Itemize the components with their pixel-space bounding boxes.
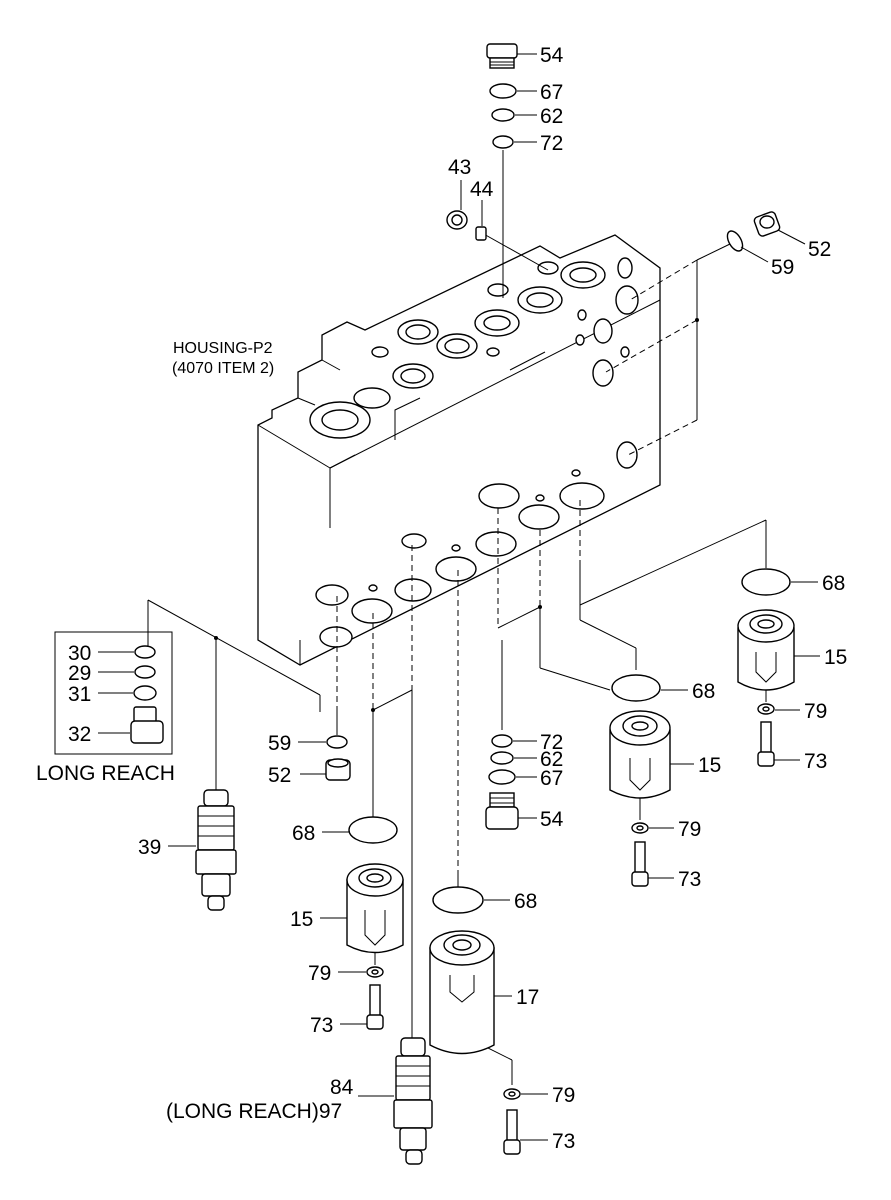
oring-67-mid[interactable]	[488, 769, 516, 785]
callout-79-center: 79	[552, 1084, 575, 1107]
washer-79-left[interactable]	[338, 966, 384, 978]
bolt-73-left[interactable]	[340, 984, 384, 1030]
washer-79-center[interactable]	[503, 1088, 548, 1100]
callout-15-left: 15	[290, 908, 313, 931]
callout-73-left: 73	[310, 1014, 333, 1037]
valve-15-left[interactable]	[320, 863, 404, 954]
bolt-73-midright[interactable]	[631, 841, 674, 887]
callout-73-midright: 73	[678, 868, 701, 891]
plug-43[interactable]	[446, 180, 468, 230]
plug-32[interactable]	[130, 706, 164, 744]
callout-73-center: 73	[552, 1130, 575, 1153]
long-reach-label: LONG REACH	[36, 762, 175, 785]
leader-lines	[147, 150, 767, 1085]
ring-62-mid[interactable]	[490, 751, 514, 765]
oring-68-left[interactable]	[348, 816, 398, 844]
ring-72-top[interactable]	[492, 135, 514, 149]
callout-32: 32	[68, 723, 91, 746]
valve-17[interactable]	[429, 930, 512, 1055]
oring-67-top[interactable]	[489, 83, 517, 99]
oring-59-top[interactable]	[724, 228, 769, 263]
plug-54-mid[interactable]	[485, 792, 537, 830]
callout-54-mid: 54	[540, 808, 564, 831]
callout-29: 29	[68, 662, 91, 685]
housing-subtitle: (4070 ITEM 2)	[172, 360, 274, 377]
cartridge-84[interactable]	[358, 1037, 433, 1165]
washer-79-right[interactable]	[757, 703, 800, 715]
cartridge-39[interactable]	[168, 789, 237, 911]
callout-68-left: 68	[292, 822, 315, 845]
callout-44: 44	[470, 178, 494, 201]
long-reach-box	[54, 631, 173, 755]
valve-15-right[interactable]	[737, 609, 820, 691]
callout-43: 43	[448, 156, 471, 179]
callout-72-mid: 72	[540, 731, 563, 754]
callout-62-top: 62	[540, 105, 563, 128]
ring-62-top[interactable]	[491, 108, 515, 122]
callout-79-midright: 79	[678, 818, 701, 841]
callout-67-top: 67	[540, 81, 563, 104]
oring-68-right[interactable]	[741, 568, 791, 596]
callout-79-right: 79	[804, 700, 827, 723]
housing-block	[257, 234, 661, 666]
housing-title: HOUSING-P2	[173, 340, 273, 357]
long-reach-97-note: (LONG REACH)97	[166, 1100, 342, 1123]
washer-79-midright[interactable]	[631, 822, 674, 834]
callout-54-top: 54	[540, 44, 564, 67]
callout-79-left: 79	[308, 962, 331, 985]
callout-73-right: 73	[804, 750, 827, 773]
plug-52-top[interactable]	[753, 211, 806, 245]
callout-68-midright: 68	[692, 680, 715, 703]
callout-52-top: 52	[808, 238, 831, 261]
oring-31[interactable]	[133, 685, 157, 701]
callout-39: 39	[138, 836, 161, 859]
bolt-73-center[interactable]	[503, 1109, 548, 1155]
callout-15-midright: 15	[698, 754, 721, 777]
callout-68-right: 68	[822, 572, 845, 595]
callout-15-right: 15	[824, 646, 847, 669]
callout-67-mid: 67	[540, 767, 563, 790]
callout-17: 17	[516, 986, 539, 1009]
valve-15-midright[interactable]	[609, 710, 694, 799]
callout-52-mid: 52	[268, 764, 291, 787]
callout-59-top: 59	[771, 256, 794, 279]
callout-84: 84	[330, 1076, 354, 1099]
callout-31: 31	[68, 683, 91, 706]
oring-30[interactable]	[134, 645, 156, 659]
callout-68-center: 68	[514, 890, 537, 913]
oring-68-midright[interactable]	[611, 674, 661, 702]
bolt-73-right[interactable]	[757, 721, 800, 767]
oring-68-center[interactable]	[432, 886, 484, 914]
plug-54-top[interactable]	[486, 43, 537, 69]
plug-44[interactable]	[475, 200, 487, 241]
plug-52-mid[interactable]	[300, 758, 351, 781]
callout-59-mid: 59	[268, 732, 291, 755]
callout-72-top: 72	[540, 132, 563, 155]
callout-30: 30	[68, 642, 91, 665]
oring-59-mid[interactable]	[326, 735, 348, 749]
callout-62-mid: 62	[540, 748, 563, 771]
ring-72-mid[interactable]	[491, 734, 513, 748]
oring-29[interactable]	[134, 665, 156, 679]
